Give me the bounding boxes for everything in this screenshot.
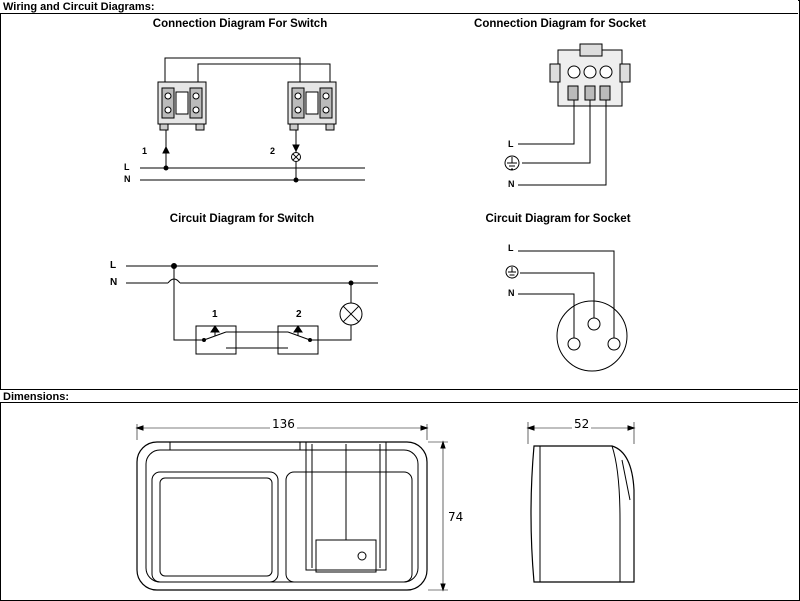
circuit-switch-title: Circuit Diagram for Switch	[169, 213, 315, 225]
circuit-L-label: L	[110, 260, 117, 271]
circuit-N-label: N	[110, 277, 118, 288]
circuit-switch-2-label: 2	[296, 309, 302, 320]
line-N-label: N	[124, 174, 131, 184]
switch-1-label: 1	[142, 146, 148, 156]
front-view-drawing	[135, 424, 448, 592]
wiring-section-header: Wiring and Circuit Diagrams:	[0, 0, 798, 14]
height-dimension: 74	[448, 510, 464, 524]
switch-mechanism-1	[157, 81, 207, 131]
switch-2-label: 2	[270, 146, 276, 156]
circuit-socket-title: Circuit Diagram for Socket	[485, 213, 631, 225]
depth-dimension: 52	[572, 417, 592, 431]
socket-L-label: L	[508, 139, 514, 149]
connection-socket-title: Connection Diagram for Socket	[474, 18, 646, 30]
socket-N-label: N	[508, 179, 515, 189]
socket-circuit-drawing	[505, 250, 628, 372]
socket-connection-drawing	[504, 43, 631, 186]
circuit-switch-1-label: 1	[212, 309, 218, 320]
dimensions-section-header: Dimensions:	[0, 389, 798, 403]
switch-connection-drawing	[140, 57, 365, 183]
switch-mechanism-2	[287, 81, 337, 131]
circuit-socket-N-label: N	[508, 288, 515, 298]
circuit-socket-L-label: L	[508, 243, 514, 253]
side-view-drawing	[526, 422, 636, 583]
width-dimension: 136	[270, 417, 297, 431]
switch-circuit-drawing	[126, 263, 378, 355]
line-L-label: L	[124, 162, 130, 172]
connection-switch-title: Connection Diagram For Switch	[152, 18, 328, 30]
